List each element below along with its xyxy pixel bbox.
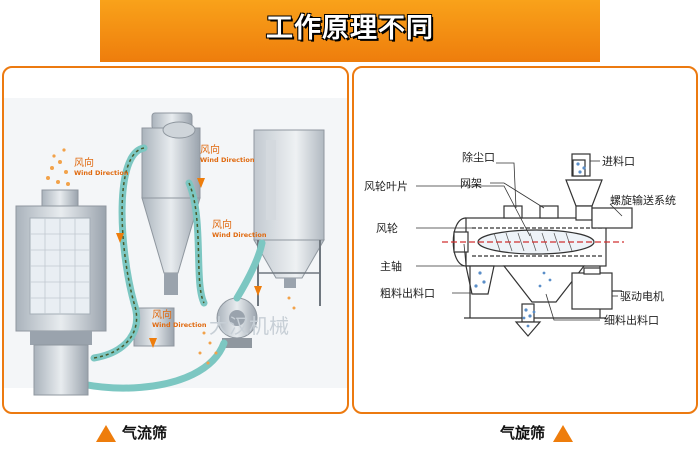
caption-text: 气流筛 — [122, 424, 168, 442]
wind-arrow-icon — [197, 178, 205, 188]
label-mesh-frame: 网架 — [460, 177, 482, 190]
label-screw-conveyor: 螺旋输送系统 — [610, 193, 676, 207]
cyclone-separator — [141, 112, 201, 295]
cyclone-sieve-panel: 除尘口 进料口 风轮叶片 网架 螺旋输送系统 风轮 主轴 粗料出料口 驱动电机 … — [352, 66, 698, 414]
wind-label-cn: 风向 — [74, 156, 94, 169]
dust-collector — [253, 129, 325, 306]
wind-arrow-icon — [254, 286, 262, 296]
wind-label-cn: 风向 — [200, 143, 220, 156]
label-drive-motor: 驱动电机 — [620, 289, 664, 303]
wind-label-en: Wind Direction — [152, 321, 207, 329]
wind-label-cn: 风向 — [152, 308, 172, 321]
caption-text: 气旋筛 — [500, 424, 546, 442]
wind-label-en: Wind Direction — [212, 231, 267, 239]
caption-cyclone-sieve: 气旋筛 — [500, 420, 574, 446]
label-fine-outlet: 细料出料口 — [604, 313, 659, 327]
material-particles — [474, 162, 586, 328]
label-feed-inlet: 进料口 — [602, 154, 635, 168]
title-banner: 工作原理不同 — [100, 0, 600, 62]
label-main-shaft: 主轴 — [380, 259, 402, 273]
wind-label-en: Wind Direction — [200, 156, 255, 164]
wind-arrow-icon — [116, 233, 124, 243]
feed-particles — [46, 148, 296, 365]
label-fan-blade: 风轮叶片 — [364, 179, 408, 193]
wind-label-en: Wind Direction — [74, 169, 129, 177]
page-title: 工作原理不同 — [266, 13, 434, 44]
airflow-sieve-panel: 风向 Wind Direction 风向 Wind Direction 风向 W… — [2, 66, 349, 414]
cyclone-sieve-schematic: 除尘口 进料口 风轮叶片 网架 螺旋输送系统 风轮 主轴 粗料出料口 驱动电机 … — [364, 150, 676, 337]
airflow-sieve-illustration: 风向 Wind Direction 风向 Wind Direction 风向 W… — [4, 98, 347, 396]
label-dust-outlet: 除尘口 — [462, 150, 495, 164]
label-coarse-outlet: 粗料出料口 — [380, 286, 435, 300]
wind-label-cn: 风向 — [212, 218, 232, 231]
wind-arrow-icon — [149, 338, 157, 348]
airflow-sieve-machine — [15, 189, 107, 396]
label-fan-wheel: 风轮 — [376, 221, 398, 235]
caption-airflow-sieve: 气流筛 — [96, 420, 167, 446]
watermark: 大汉机械 — [209, 314, 289, 338]
triangle-up-icon — [96, 424, 116, 442]
triangle-up-icon — [553, 424, 574, 442]
